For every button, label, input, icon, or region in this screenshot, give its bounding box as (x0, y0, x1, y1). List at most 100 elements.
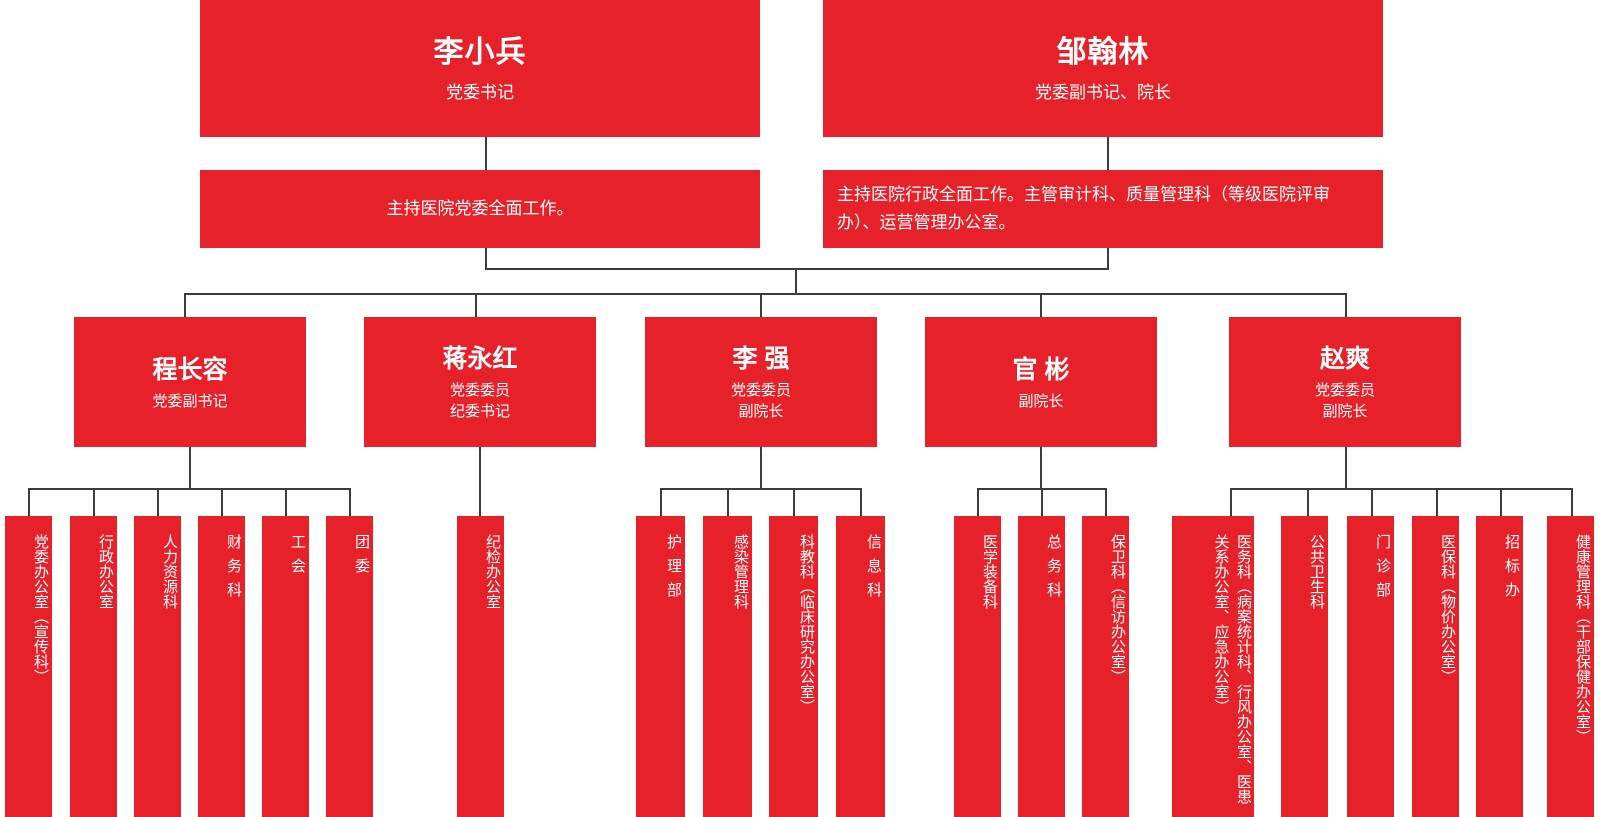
connector-zs-drop-1 (1230, 488, 1232, 517)
department-label: 党委办公室（宣传科） (32, 534, 49, 684)
leader-title-line2: 副院长 (1322, 403, 1368, 421)
connector-gb-drop-3 (1105, 488, 1107, 517)
department-label: 医务科（病案统计科、行风办公室、医患关系办公室、应急办公室） (1212, 534, 1253, 804)
department-label: 团委 (353, 534, 370, 582)
leader-name: 李 强 (732, 345, 790, 374)
connector-gb-drop-2 (1041, 488, 1043, 517)
department-label: 人力资源科 (161, 534, 178, 609)
department-label: 公共卫生科 (1308, 534, 1325, 609)
department-label: 门诊部 (1374, 534, 1391, 606)
department-label: 工会 (289, 534, 306, 582)
connector-cr-drop-3 (157, 488, 159, 517)
connector-lq-drop-1 (660, 488, 662, 517)
leader-title-line1: 副院长 (1018, 392, 1064, 410)
department-box[interactable]: 护理部 (636, 516, 685, 817)
leader-name: 蒋永红 (442, 345, 518, 374)
leader-title-line2: 副院长 (738, 403, 784, 421)
department-box[interactable]: 公共卫生科 (1281, 516, 1328, 817)
connector-duty-down-right (1107, 248, 1109, 270)
department-label: 行政办公室 (97, 534, 114, 609)
leader-box-liqiang[interactable]: 李 强 党委委员 副院长 (645, 317, 877, 447)
department-label: 招标办 (1503, 534, 1520, 606)
department-box[interactable]: 党委办公室（宣传科） (5, 516, 52, 817)
connector-leader-drop-1 (184, 293, 186, 317)
connector-lq-bar (660, 488, 860, 490)
department-box[interactable]: 财务科 (198, 516, 245, 817)
department-box[interactable]: 医保科（物价办公室） (1412, 516, 1459, 817)
department-label: 健康管理科（干部保健办公室） (1574, 534, 1591, 744)
department-box[interactable]: 工会 (262, 516, 309, 817)
connector-jy-stem (479, 447, 481, 517)
department-label: 财务科 (225, 534, 242, 606)
connector-exec-duty-left (485, 137, 487, 170)
department-box[interactable]: 科教科（临床研究办公室） (769, 516, 818, 817)
connector-leader-drop-5 (1345, 293, 1347, 317)
leader-title-line1: 党委委员 (730, 382, 791, 400)
connector-lq-stem (760, 447, 762, 490)
duty-box-lixiaobing[interactable]: 主持医院党委全面工作。 (200, 170, 760, 248)
department-box[interactable]: 人力资源科 (134, 516, 181, 817)
connector-zs-bar (1230, 488, 1572, 490)
duty-box-zouhanlin[interactable]: 主持医院行政全面工作。主管审计科、质量管理科（等级医院评审办）、运营管理办公室。 (823, 170, 1383, 248)
connector-cr-bar (28, 488, 350, 490)
department-label: 医保科（物价办公室） (1439, 534, 1456, 684)
department-box[interactable]: 团委 (326, 516, 373, 817)
duty-text: 主持医院党委全面工作。 (386, 198, 574, 218)
connector-gb-drop-1 (977, 488, 979, 517)
connector-cr-drop-5 (285, 488, 287, 517)
leader-title-line1: 党委副书记 (152, 392, 228, 410)
leader-name: 官 彬 (1012, 355, 1070, 384)
executive-title: 党委书记 (446, 82, 514, 102)
department-box[interactable]: 招标办 (1476, 516, 1523, 817)
department-box[interactable]: 门诊部 (1347, 516, 1394, 817)
executive-box-lixiaobing[interactable]: 李小兵 党委书记 (200, 0, 760, 137)
connector-duty-merge-bar (485, 268, 1109, 270)
department-label: 感染管理科 (732, 534, 749, 609)
department-box[interactable]: 医务科（病案统计科、行风办公室、医患关系办公室、应急办公室） (1172, 516, 1254, 817)
executive-box-zouhanlin[interactable]: 邹翰林 党委副书记、院长 (823, 0, 1383, 137)
executive-title: 党委副书记、院长 (1035, 82, 1171, 102)
leader-title-line1: 党委委员 (1314, 382, 1375, 400)
leader-name: 程长容 (152, 355, 228, 384)
connector-duty-down-left (485, 248, 487, 270)
department-box[interactable]: 健康管理科（干部保健办公室） (1547, 516, 1594, 817)
connector-cr-stem (189, 447, 191, 490)
leader-title-line2: 纪委书记 (449, 403, 510, 421)
department-label: 护理部 (665, 534, 682, 606)
connector-leader-drop-2 (475, 293, 477, 317)
connector-cr-drop-6 (349, 488, 351, 517)
connector-lq-drop-4 (860, 488, 862, 517)
leader-box-zhaoshuang[interactable]: 赵爽 党委委员 副院长 (1229, 317, 1461, 447)
connector-zs-drop-3 (1371, 488, 1373, 517)
department-box[interactable]: 医学装备科 (954, 516, 1001, 817)
leader-box-chengchangrong[interactable]: 程长容 党委副书记 (74, 317, 306, 447)
leader-box-guanbin[interactable]: 官 彬 副院长 (925, 317, 1157, 447)
leader-name: 赵爽 (1319, 345, 1370, 374)
department-box[interactable]: 纪检办公室 (457, 516, 504, 817)
department-box[interactable]: 保卫科（信访办公室） (1082, 516, 1129, 817)
department-box[interactable]: 行政办公室 (70, 516, 117, 817)
department-label: 保卫科（信访办公室） (1109, 534, 1126, 684)
leader-title-line1: 党委委员 (449, 382, 510, 400)
department-label: 总务科 (1045, 534, 1062, 606)
connector-lq-drop-3 (793, 488, 795, 517)
connector-lq-drop-2 (727, 488, 729, 517)
connector-cr-drop-4 (221, 488, 223, 517)
connector-zs-drop-4 (1436, 488, 1438, 517)
connector-merge-down (795, 268, 797, 295)
department-box[interactable]: 信息科 (836, 516, 885, 817)
department-label: 科教科（临床研究办公室） (798, 534, 815, 714)
connector-cr-drop-2 (93, 488, 95, 517)
leader-box-jiangyonghong[interactable]: 蒋永红 党委委员 纪委书记 (364, 317, 596, 447)
connector-leader-drop-3 (760, 293, 762, 317)
department-label: 信息科 (865, 534, 882, 606)
department-box[interactable]: 总务科 (1018, 516, 1065, 817)
connector-cr-drop-1 (28, 488, 30, 517)
executive-name: 邹翰林 (1056, 36, 1150, 70)
connector-zs-drop-6 (1571, 488, 1573, 517)
connector-zs-drop-2 (1307, 488, 1309, 517)
department-box[interactable]: 感染管理科 (703, 516, 752, 817)
connector-exec-duty-right (1107, 137, 1109, 170)
connector-gb-stem (1040, 447, 1042, 490)
